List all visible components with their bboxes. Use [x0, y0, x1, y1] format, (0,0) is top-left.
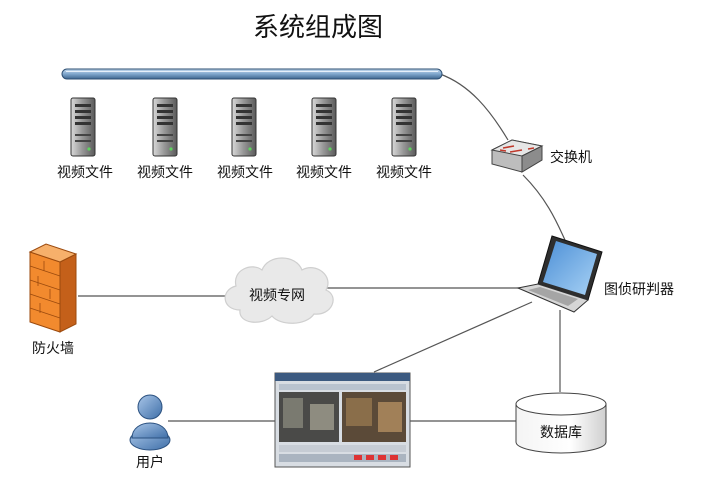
server-label: 视频文件 — [296, 165, 352, 181]
switch-to-laptop-line — [522, 174, 566, 241]
server-tower — [231, 97, 257, 157]
network-bus — [61, 68, 443, 80]
firewall-icon — [28, 243, 78, 333]
monitor-window — [274, 372, 411, 468]
server-tower — [311, 97, 337, 157]
laptop-label: 图侦研判器 — [604, 282, 674, 298]
server-label: 视频文件 — [137, 165, 193, 181]
server-tower — [391, 97, 417, 157]
network-label: 视频专网 — [249, 288, 305, 304]
diagram-title: 系统组成图 — [253, 13, 383, 43]
database-label: 数据库 — [540, 425, 582, 441]
server-label: 视频文件 — [376, 165, 432, 181]
server-tower — [152, 97, 178, 157]
server-label: 视频文件 — [57, 165, 113, 181]
connections — [78, 73, 566, 422]
server-group — [70, 97, 417, 157]
laptop-to-monitor-line — [373, 301, 533, 373]
switch-icon — [490, 139, 544, 173]
server-label: 视频文件 — [217, 165, 273, 181]
laptop-icon — [516, 235, 603, 313]
user-label: 用户 — [136, 454, 164, 471]
cloud-icon — [224, 257, 334, 324]
bus-to-switch-line — [439, 73, 509, 141]
switch-label: 交换机 — [550, 149, 592, 166]
server-tower — [70, 97, 96, 157]
user-icon — [129, 394, 171, 451]
database-icon — [515, 392, 607, 454]
firewall-label: 防火墙 — [32, 341, 74, 357]
